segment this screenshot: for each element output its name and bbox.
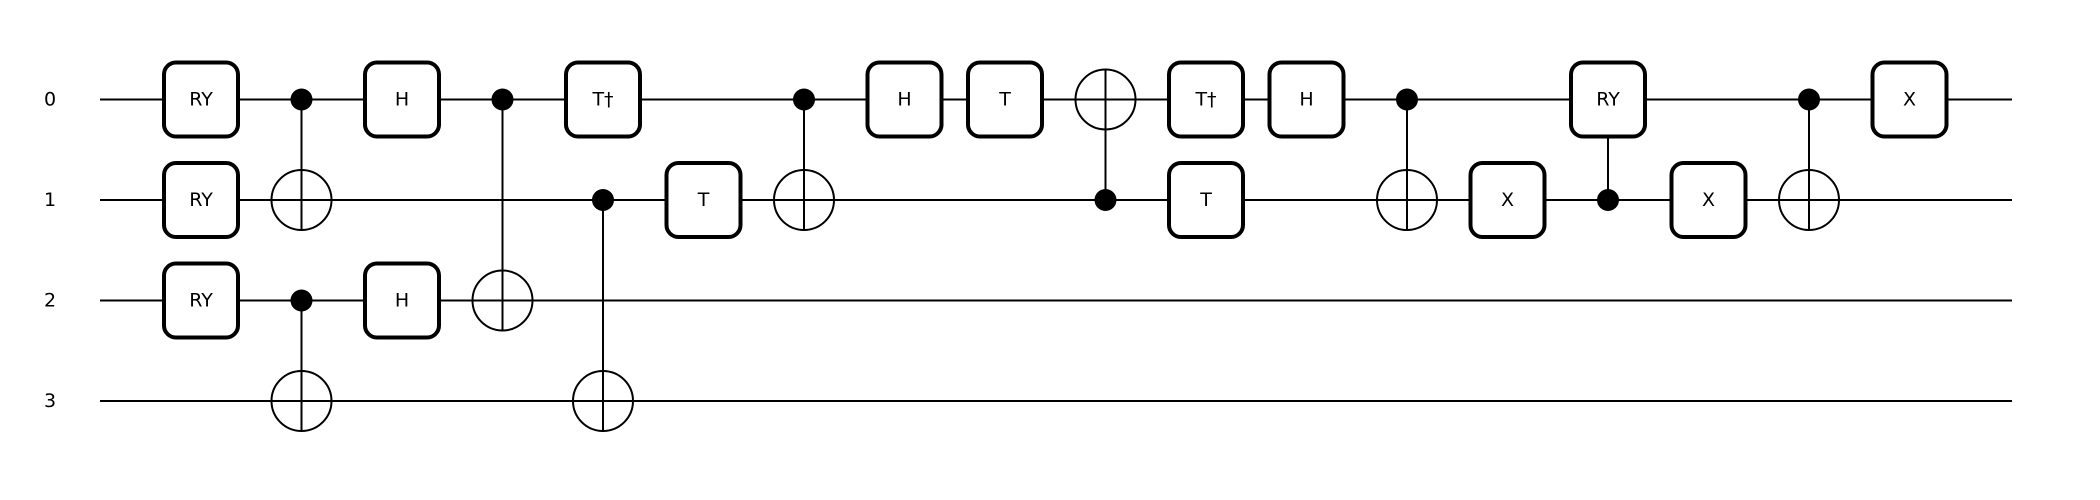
qubit-label-1: 1 — [44, 189, 56, 211]
gate-box — [1167, 60, 1245, 139]
control-dot — [290, 289, 313, 312]
circuit-operations: RY RY RY H H T† T H T T† T H X RY X X — [162, 60, 1949, 432]
gate-21: X — [1669, 161, 1748, 239]
qubit-wires — [100, 98, 2012, 402]
gate-label: H — [395, 290, 409, 312]
gate-label: T — [998, 89, 1011, 111]
gate-box — [363, 261, 441, 340]
control-dot — [491, 88, 514, 111]
gate-box — [865, 60, 944, 139]
gate-10: T — [664, 161, 743, 239]
gate-box — [162, 161, 240, 239]
gate-box — [162, 261, 240, 340]
gate-label: T† — [1194, 89, 1216, 111]
control-dot — [793, 88, 815, 111]
gate-box — [966, 60, 1044, 139]
gate-label: H — [395, 89, 409, 111]
gate-5: H — [363, 60, 441, 139]
gate-box — [564, 60, 642, 139]
control-dot — [592, 189, 614, 211]
gate-12: H — [865, 60, 944, 139]
control-dot — [290, 88, 313, 111]
gate-label: T — [697, 189, 710, 211]
qubit-label-2: 2 — [44, 290, 56, 312]
gate-0: RY — [162, 60, 240, 139]
cnot-9 — [572, 189, 634, 432]
cnot-3 — [270, 88, 333, 231]
gate-box — [1167, 161, 1245, 239]
gate-23: X — [1870, 60, 1949, 139]
qubit-labels: 0 1 2 3 — [44, 89, 56, 413]
gate-20: RY — [1569, 60, 1647, 139]
gate-2: RY — [162, 261, 240, 340]
gate-box — [162, 60, 240, 139]
gate-13: T — [966, 60, 1044, 139]
gate-label: RY — [189, 89, 213, 111]
gate-19: X — [1468, 161, 1547, 239]
gate-1: RY — [162, 161, 240, 239]
qubit-label-3: 3 — [44, 390, 56, 412]
gate-box — [1669, 161, 1748, 239]
controlled-gate-20: RY — [1569, 60, 1647, 211]
gate-box — [1569, 60, 1647, 139]
gate-label: X — [1903, 89, 1916, 111]
gate-6: H — [363, 261, 441, 340]
qubit-label-0: 0 — [44, 89, 56, 111]
gate-label: RY — [189, 290, 213, 312]
cnot-11 — [773, 88, 835, 231]
control-dot — [1798, 88, 1820, 111]
gate-15: T† — [1167, 60, 1245, 139]
cnot-22 — [1778, 88, 1840, 231]
gate-label: H — [897, 89, 911, 111]
gate-box — [1468, 161, 1547, 239]
cnot-7 — [471, 88, 534, 332]
cnot-18 — [1376, 88, 1438, 231]
gate-8: T† — [564, 60, 642, 139]
cnot-4 — [270, 289, 333, 432]
control-dot — [1597, 189, 1619, 211]
gate-box — [363, 60, 441, 139]
gate-17: H — [1267, 60, 1346, 139]
gate-box — [1267, 60, 1346, 139]
gate-label: T — [1199, 189, 1212, 211]
gate-box — [664, 161, 743, 239]
gate-label: RY — [1596, 89, 1620, 111]
control-dot — [1094, 189, 1117, 211]
gate-box — [1870, 60, 1949, 139]
cnot-14 — [1074, 68, 1137, 211]
gate-16: T — [1167, 161, 1245, 239]
gate-label: X — [1501, 189, 1514, 211]
gate-label: T† — [591, 89, 613, 111]
gate-label: H — [1299, 89, 1313, 111]
gate-label: X — [1702, 189, 1715, 211]
control-dot — [1396, 88, 1418, 111]
gate-label: RY — [189, 189, 213, 211]
